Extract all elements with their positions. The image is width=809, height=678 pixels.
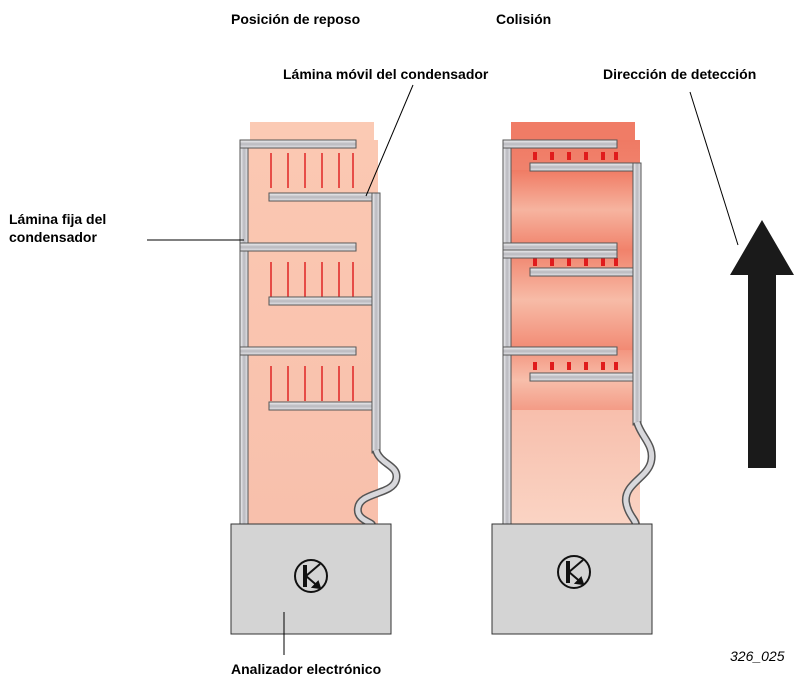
movable-plate-label: Lámina móvil del condensador xyxy=(283,66,489,82)
collision-heading: Colisión xyxy=(496,11,552,27)
up-arrow-icon xyxy=(730,220,794,468)
fixed-plate-label-line1: Lámina fija del xyxy=(9,211,107,227)
collision-field-lines xyxy=(533,152,618,370)
collision-fill-top xyxy=(511,122,635,144)
figure-id: 326_025 xyxy=(730,648,785,664)
collision-analyzer-box xyxy=(491,523,653,635)
collision-sensor xyxy=(491,122,656,635)
rest-sensor xyxy=(230,122,401,655)
transistor-icon xyxy=(557,555,591,589)
collision-movable-plate xyxy=(529,162,642,426)
detection-direction-label: Dirección de detección xyxy=(603,66,757,82)
electronic-analyzer-label: Analizador electrónico xyxy=(231,661,382,677)
rest-position-heading: Posición de reposo xyxy=(231,11,361,27)
movable-plate-leader-line xyxy=(365,84,414,197)
rest-fill-top xyxy=(250,122,374,144)
detection-leader-line xyxy=(689,91,739,246)
transistor-icon xyxy=(294,559,328,593)
rest-field-lines xyxy=(270,153,354,401)
rest-movable-plate xyxy=(268,192,381,454)
rest-fill-body xyxy=(244,140,378,525)
fixed-plate-label-line2: condensador xyxy=(9,229,97,245)
